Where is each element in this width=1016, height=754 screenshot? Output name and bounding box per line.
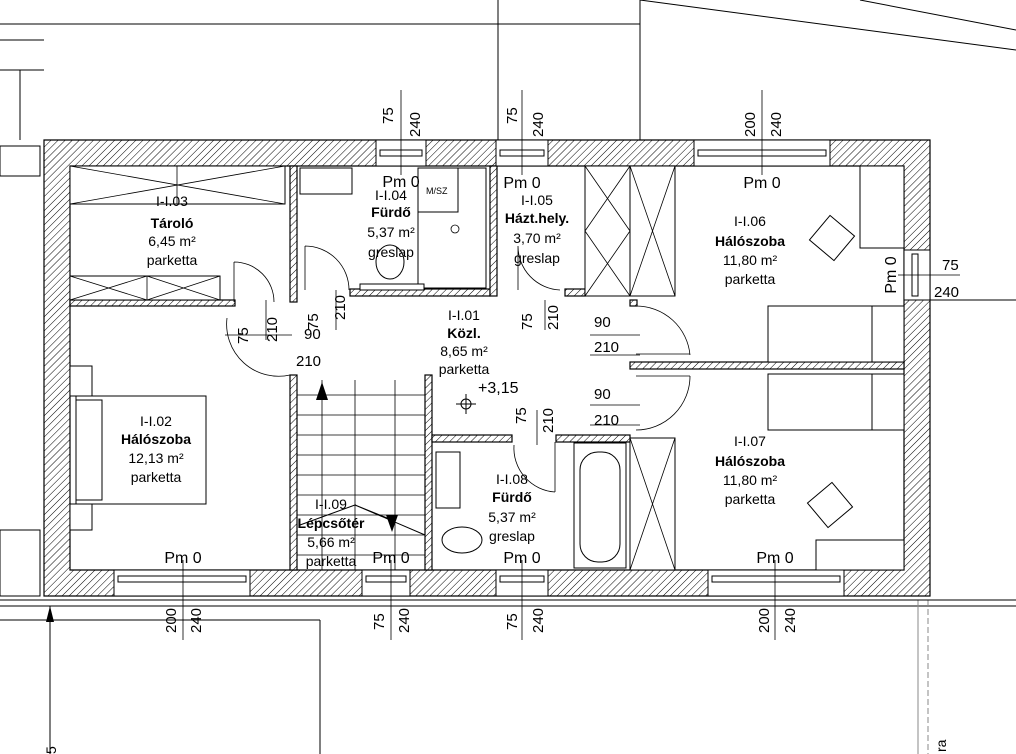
edge-label-bottom-left: 5 xyxy=(43,746,59,754)
fixture-label: M/SZ xyxy=(426,186,448,196)
windows-top-0-width: 75 xyxy=(380,107,397,124)
doors-taroló-height: 210 xyxy=(264,317,281,342)
room-I-I.07: I-I.07 Hálószoba 11,80 m² parketta xyxy=(715,433,785,507)
room-floor: parketta xyxy=(147,252,198,268)
doors-haztar-width: 75 xyxy=(519,313,536,330)
room-floor: parketta xyxy=(131,469,182,485)
room-area: 3,70 m² xyxy=(513,230,561,246)
dimension-lines xyxy=(182,90,960,640)
doors-halo_07_h: 210 xyxy=(594,412,619,429)
room-I-I.08: I-I.08 Fürdő 5,37 m² greslap xyxy=(488,471,536,544)
room-id: I-I.04 xyxy=(375,187,407,203)
window_parapet: Pm 0 xyxy=(372,550,409,567)
doors-furdo_08-height: 210 xyxy=(540,408,557,433)
window_parapet: Pm 0 xyxy=(503,550,540,567)
room-id: I-I.06 xyxy=(734,213,766,229)
room-I-I.05: I-I.05 Házt.hely. 3,70 m² greslap xyxy=(505,192,569,266)
room-I-I.02: I-I.02 Hálószoba 12,13 m² parketta xyxy=(121,413,191,485)
window_parapet: Pm 0 xyxy=(164,550,201,567)
room-name: Közl. xyxy=(447,325,480,341)
level-marker xyxy=(456,394,476,414)
doors-furdo_04-width: 75 xyxy=(305,313,322,330)
room-floor: parketta xyxy=(439,361,490,377)
room-area: 11,80 m² xyxy=(723,472,778,488)
room-floor: greslap xyxy=(368,244,414,260)
room-I-I.06: I-I.06 Hálószoba 11,80 m² parketta xyxy=(715,213,785,287)
room-area: 5,66 m² xyxy=(307,534,355,550)
room-id: I-I.01 xyxy=(448,307,480,323)
room-name: Hálószoba xyxy=(715,453,785,469)
windows-top-0-height: 240 xyxy=(407,112,424,137)
doors xyxy=(226,245,691,493)
doors-furdo_04-height: 210 xyxy=(332,295,349,320)
windows-bottom-3-width: 200 xyxy=(756,608,773,633)
furniture xyxy=(69,165,905,571)
window_parapet: Pm 0 xyxy=(743,175,780,192)
room-area: 5,37 m² xyxy=(367,224,415,240)
window-parapet-labels: Pm 0 Pm 0 Pm 0 Pm 0 Pm 0 Pm 0 Pm 0 Pm 0 xyxy=(164,174,900,567)
staircase xyxy=(297,380,426,570)
edge-label-bottom-right: ra xyxy=(933,739,949,752)
room-I-I.09: I-I.09 Lépcsőtér 5,66 m² parketta xyxy=(298,496,365,569)
doors-taroló-width: 75 xyxy=(235,327,252,344)
room-floor: greslap xyxy=(489,528,535,544)
room-I-I.03: I-I.03 Tároló 6,45 m² parketta xyxy=(147,193,198,268)
room-name: Tároló xyxy=(151,215,194,231)
room-name: Lépcsőtér xyxy=(298,515,365,531)
doors-halo_02_h: 210 xyxy=(296,353,321,370)
room-id: I-I.05 xyxy=(521,192,553,208)
doors-halo_06_w: 90 xyxy=(594,314,611,331)
room-id: I-I.09 xyxy=(315,496,347,512)
room-I-I.04: I-I.04 Fürdő 5,37 m² greslap xyxy=(367,187,415,260)
doors-haztar-height: 210 xyxy=(545,305,562,330)
room-area: 8,65 m² xyxy=(440,343,488,359)
windows-top-2-width: 200 xyxy=(742,112,759,137)
windows-bottom-2-width: 75 xyxy=(504,613,521,630)
room-area: 5,37 m² xyxy=(488,509,536,525)
room-floor: parketta xyxy=(306,553,357,569)
door-dimensions: 75 210 75 210 90 210 75 210 90 210 90 21… xyxy=(235,295,619,433)
room-name: Hálószoba xyxy=(121,431,191,447)
windows-right-width: 75 xyxy=(942,257,959,274)
room-name: Fürdő xyxy=(492,489,532,505)
level-mark-value: +3,15 xyxy=(478,380,519,397)
windows-bottom-1-height: 240 xyxy=(396,608,413,633)
windows-bottom-0-width: 200 xyxy=(163,608,180,633)
doors-halo_07_w: 90 xyxy=(594,386,611,403)
doors-halo_06_h: 210 xyxy=(594,339,619,356)
room-I-I.01: I-I.01 Közl. 8,65 m² parketta xyxy=(439,307,490,377)
room-floor: parketta xyxy=(725,491,776,507)
window_parapet: Pm 0 xyxy=(382,174,419,191)
room-name: Hálószoba xyxy=(715,233,785,249)
doors-halo_02_w: 90 xyxy=(304,326,321,343)
room-id: I-I.03 xyxy=(156,193,188,209)
room-id: I-I.07 xyxy=(734,433,766,449)
room-floor: parketta xyxy=(725,271,776,287)
windows-bottom-2-height: 240 xyxy=(530,608,547,633)
windows-top-1-height: 240 xyxy=(530,112,547,137)
windows-top-2-height: 240 xyxy=(768,112,785,137)
room-floor: greslap xyxy=(514,250,560,266)
room-area: 11,80 m² xyxy=(723,252,778,268)
doors-furdo_08-width: 75 xyxy=(513,407,530,424)
room-name: Házt.hely. xyxy=(505,210,569,226)
room-id: I-I.02 xyxy=(140,413,172,429)
window_parapet: Pm 0 xyxy=(756,550,793,567)
window_parapet: Pm 0 xyxy=(503,175,540,192)
room-area: 6,45 m² xyxy=(148,233,196,249)
windows-top-1-width: 75 xyxy=(504,107,521,124)
room-name: Fürdő xyxy=(371,204,411,220)
window-dimensions: 75 240 75 240 200 240 200 240 75 240 75 … xyxy=(163,107,959,633)
room-id: I-I.08 xyxy=(496,471,528,487)
windows-bottom-1-width: 75 xyxy=(371,613,388,630)
room-area: 12,13 m² xyxy=(128,450,184,466)
windows-bottom-3-height: 240 xyxy=(782,608,799,633)
windows-right-height: 240 xyxy=(934,284,959,301)
window_parapet: Pm 0 xyxy=(883,256,900,293)
windows-bottom-0-height: 240 xyxy=(188,608,205,633)
